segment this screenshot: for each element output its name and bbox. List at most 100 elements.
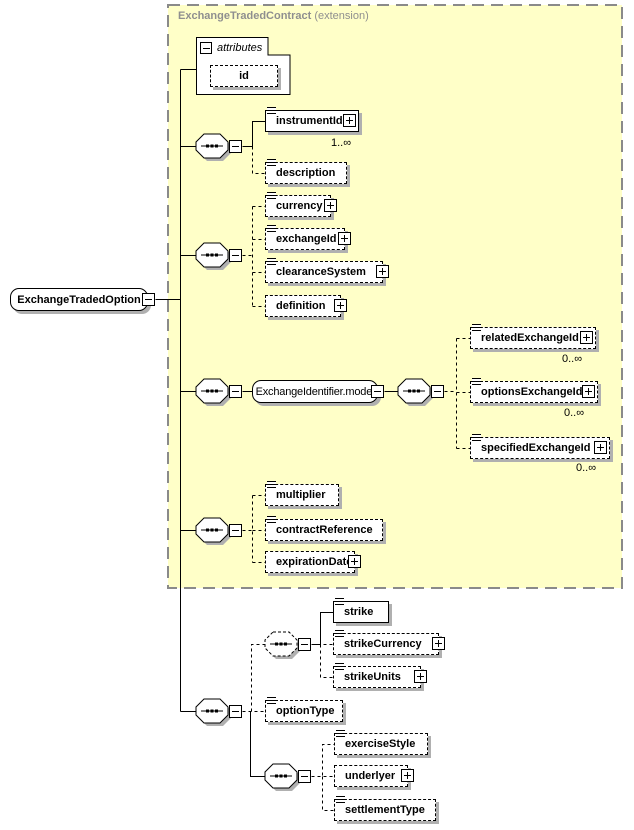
element-label: underlyer [345,770,396,782]
type-contents-icon [267,192,276,200]
element-clearanceSystem[interactable]: clearanceSystem [265,258,389,283]
element-specifiedExchangeId[interactable]: specifiedExchangeId [470,434,614,463]
element-underlyer[interactable]: underlyer [334,765,414,787]
occurrence-label: 0..∞ [564,407,585,419]
element-label: description [276,167,336,179]
element-multiplier[interactable]: multiplier [265,481,339,506]
sequence-icon[interactable] [195,242,233,271]
element-relatedExchangeId[interactable]: relatedExchangeId [470,324,600,353]
element-description[interactable]: description [265,159,347,184]
type-contents-icon [472,434,481,442]
element-strikeCurrency[interactable]: strikeCurrency [333,630,445,655]
expand-icon[interactable] [580,331,593,344]
element-optionsExchangeId[interactable]: optionsExchangeId [470,378,602,407]
expand-icon[interactable] [343,114,356,127]
extension-border [167,4,623,589]
sequence-collapse-icon[interactable] [229,140,242,153]
group-ExchangeIdentifier-model[interactable]: ExchangeIdentifier.model [252,380,378,403]
type-contents-icon [267,697,276,705]
type-contents-icon [267,516,276,524]
sequence-icon[interactable] [195,698,233,727]
type-contents-icon [335,663,344,671]
element-contractReference[interactable]: contractReference [265,516,383,541]
element-label: expirationDate [276,556,353,568]
sequence-collapse-icon[interactable] [298,638,311,651]
element-strikeUnits[interactable]: strikeUnits [333,663,427,688]
element-currency[interactable]: currency [265,192,337,217]
type-contents-icon [472,324,481,332]
element-label: exchangeId [276,233,337,245]
element-label: specifiedExchangeId [481,442,591,454]
sequence-collapse-icon[interactable] [229,705,242,718]
expand-icon[interactable] [432,637,445,650]
element-label: strikeUnits [344,671,401,683]
type-contents-icon [336,730,345,738]
type-contents-icon [267,481,276,489]
occurrence-label: 0..∞ [576,462,597,474]
extension-title-suffix: (extension) [314,10,369,22]
element-label: multiplier [276,489,326,501]
element-ExchangeTradedOption[interactable]: ExchangeTradedOption [10,288,148,311]
optional-sequence-icon[interactable] [264,631,302,660]
sequence-collapse-icon[interactable] [298,770,311,783]
extension-title: ExchangeTradedContract (extension) [178,10,369,22]
element-optionType[interactable]: optionType [265,697,343,722]
element-label: strikeCurrency [344,638,422,650]
type-contents-icon [336,796,345,804]
element-settlementType[interactable]: settlementType [334,796,436,821]
group-label: ExchangeIdentifier.model [255,385,375,398]
type-contents-icon [335,598,344,606]
element-exerciseStyle[interactable]: exerciseStyle [334,730,428,755]
element-label: optionsExchangeId [481,386,583,398]
sequence-icon[interactable] [264,763,302,792]
type-contents-icon [267,159,276,167]
type-contents-icon [335,630,344,638]
element-exchangeId[interactable]: exchangeId [265,225,351,250]
sequence-icon[interactable] [195,517,233,546]
element-label: currency [276,200,323,212]
expand-icon[interactable] [401,769,414,782]
extension-title-text: ExchangeTradedContract [178,10,312,22]
sequence-collapse-icon[interactable] [229,385,242,398]
connector-solid [155,69,399,777]
sequence-icon[interactable] [195,378,233,407]
expand-icon[interactable] [414,670,427,683]
occurrence-label: 0..∞ [562,353,583,365]
sequence-collapse-icon[interactable] [431,385,444,398]
expand-icon[interactable] [594,441,607,454]
type-contents-icon [267,258,276,266]
occurrence-label: 1..∞ [331,137,352,149]
group-collapse-icon[interactable] [371,385,384,398]
expand-icon[interactable] [324,199,337,212]
expand-icon[interactable] [348,555,361,568]
element-label: exerciseStyle [345,738,416,750]
expand-icon[interactable] [376,265,389,278]
expand-icon[interactable] [334,299,347,312]
element-expirationDate[interactable]: expirationDate [265,551,361,573]
expand-icon[interactable] [582,385,595,398]
element-label: ExchangeTradedOption [17,293,141,306]
element-strike[interactable]: strike [333,598,389,623]
connector-dashed [242,146,471,811]
element-label: clearanceSystem [276,266,366,278]
sequence-icon[interactable] [397,378,435,407]
element-label: settlementType [345,804,425,816]
type-contents-icon [267,225,276,233]
sequence-collapse-icon[interactable] [229,524,242,537]
root-collapse-icon[interactable] [142,293,155,306]
expand-icon[interactable] [338,232,351,245]
attribute-id[interactable]: id [210,65,278,87]
extension-block [167,4,623,589]
attributes-header: attributes [217,42,263,54]
attributes-collapse-icon[interactable] [200,42,212,54]
element-label: strike [344,606,374,618]
element-label: instrumentId [276,115,343,127]
element-instrumentId[interactable]: instrumentId [265,107,363,136]
element-definition[interactable]: definition [265,295,347,317]
sequence-icon[interactable] [195,133,233,162]
sequence-collapse-icon[interactable] [229,249,242,262]
attribute-label: id [239,70,249,82]
type-contents-icon [267,107,276,115]
